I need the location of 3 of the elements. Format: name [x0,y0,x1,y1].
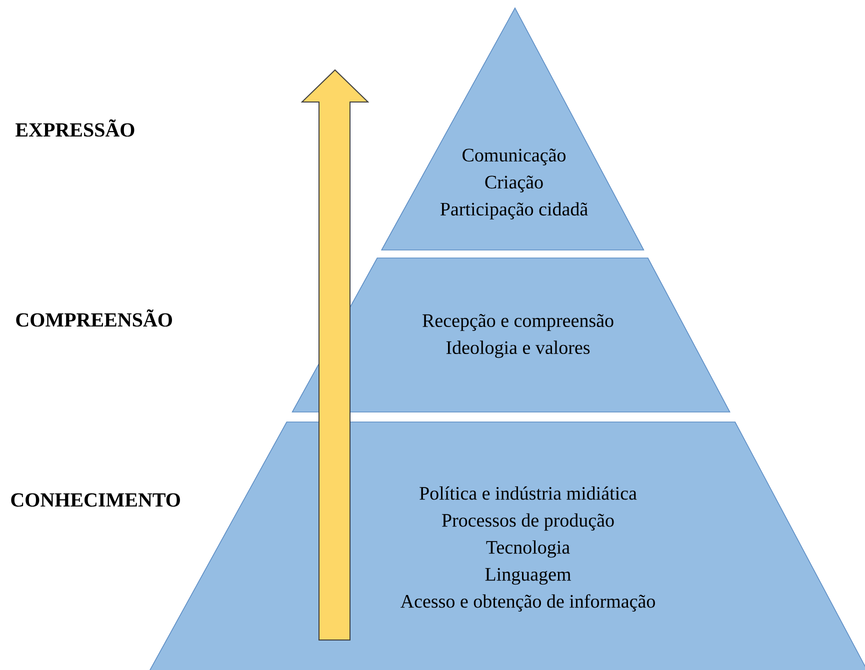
level-label: COMPREENSÃO [16,309,172,327]
pyramid-band: Recepção e compreensão Ideologia e valores [292,258,730,412]
level-label: EXPRESSÃO [16,119,134,137]
